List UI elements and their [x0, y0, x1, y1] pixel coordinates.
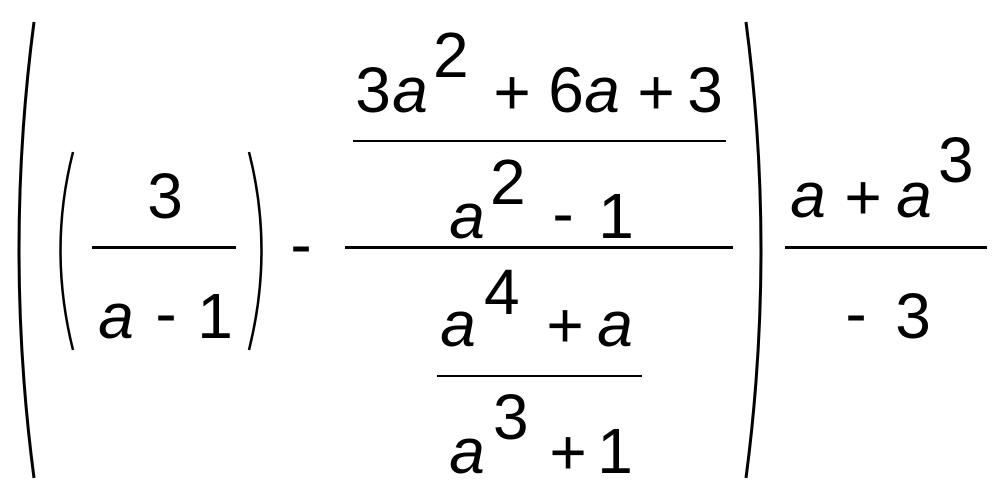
bottom-den-plus: + [549, 416, 587, 488]
main-fraction-bar [345, 246, 733, 249]
bottom-den-var: a [449, 415, 485, 487]
bottom-num-exp: 4 [484, 256, 520, 328]
top-den-minus: - [552, 177, 574, 249]
outer-right-paren [744, 21, 763, 479]
mult-num-var2: a [896, 159, 932, 231]
top-num-var1: a [392, 54, 428, 126]
top-num-plus1: + [493, 56, 531, 128]
bottom-num-var1: a [440, 288, 476, 360]
operator-minus: - [290, 208, 312, 280]
bottom-inner-fraction-bar [437, 375, 642, 377]
first-fraction-denominator-minus: - [155, 277, 177, 349]
bottom-den-const: 1 [597, 415, 633, 487]
mult-den-const: 3 [895, 280, 931, 352]
top-num-coef2: 6 [548, 54, 584, 126]
multiplier-fraction-bar [785, 246, 987, 249]
mult-den-minus: - [845, 277, 867, 349]
mult-num-plus: + [844, 161, 882, 233]
outer-left-paren [17, 21, 36, 479]
inner-right-paren [247, 151, 263, 351]
mult-num-exp: 3 [938, 124, 974, 196]
top-num-plus2: + [637, 56, 675, 128]
top-inner-fraction-bar [353, 140, 726, 142]
bottom-den-exp: 3 [493, 381, 529, 453]
first-fraction-bar [92, 246, 236, 249]
first-fraction-numerator: 3 [147, 160, 183, 232]
top-num-exp1: 2 [433, 19, 469, 91]
bottom-num-plus: + [546, 289, 584, 361]
top-num-coef1: 3 [355, 54, 391, 126]
top-den-exp: 2 [490, 146, 526, 218]
inner-left-paren [59, 151, 75, 351]
first-fraction-denominator-var: a [98, 280, 134, 352]
top-num-const: 3 [687, 54, 723, 126]
top-num-var2: a [584, 54, 620, 126]
mult-num-var1: a [790, 159, 826, 231]
top-den-const: 1 [598, 180, 634, 252]
bottom-num-var2: a [597, 288, 633, 360]
top-den-var: a [449, 180, 485, 252]
first-fraction-denominator-const: 1 [197, 280, 233, 352]
